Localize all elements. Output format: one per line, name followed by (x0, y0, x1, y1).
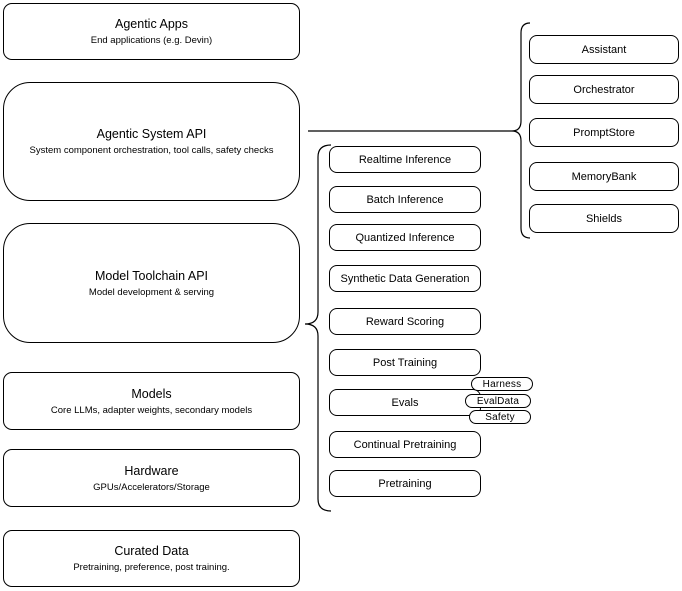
box-batch-inference: Batch Inference (329, 186, 481, 213)
box-label: Reward Scoring (365, 315, 445, 328)
box-model-toolchain-api: Model Toolchain API Model development & … (3, 223, 300, 343)
box-label: PromptStore (573, 126, 635, 139)
box-title: Agentic Apps (115, 17, 188, 31)
box-hardware: Hardware GPUs/Accelerators/Storage (3, 449, 300, 507)
box-shields: Shields (529, 204, 679, 233)
tag-safety: Safety (469, 410, 531, 424)
box-post-training: Post Training (329, 349, 481, 376)
box-reward-scoring: Reward Scoring (329, 308, 481, 335)
box-agentic-system-api: Agentic System API System component orch… (3, 82, 300, 201)
box-label: Realtime Inference (358, 153, 452, 166)
tag-evaldata: EvalData (465, 394, 531, 408)
box-subtitle: Model development & serving (88, 286, 215, 298)
box-subtitle: Core LLMs, adapter weights, secondary mo… (50, 404, 253, 416)
box-curated-data: Curated Data Pretraining, preference, po… (3, 530, 300, 587)
tag-label: Safety (485, 411, 515, 423)
box-label: Batch Inference (366, 193, 444, 206)
box-continual-pretraining: Continual Pretraining (329, 431, 481, 458)
box-subtitle: End applications (e.g. Devin) (90, 35, 213, 46)
box-subtitle: GPUs/Accelerators/Storage (93, 481, 210, 493)
box-label: Continual Pretraining (353, 438, 457, 451)
box-title: Model Toolchain API (94, 268, 209, 283)
box-models: Models Core LLMs, adapter weights, secon… (3, 372, 300, 430)
box-subtitle: System component orchestration, tool cal… (29, 145, 274, 156)
box-label: Assistant (581, 43, 627, 56)
box-label: Pretraining (378, 477, 432, 490)
box-memorybank: MemoryBank (529, 162, 679, 191)
box-title: Agentic System API (96, 127, 207, 141)
box-label: Post Training (372, 356, 438, 369)
box-label: Quantized Inference (355, 231, 455, 244)
toolchain-brace (304, 144, 332, 512)
box-label: Shields (585, 212, 623, 225)
box-title: Hardware (124, 463, 179, 478)
box-label: Orchestrator (573, 83, 635, 96)
box-synthetic-data-generation: Synthetic Data Generation (329, 265, 481, 292)
box-orchestrator: Orchestrator (529, 75, 679, 104)
box-pretraining: Pretraining (329, 470, 481, 497)
box-evals: Evals (329, 389, 481, 416)
box-quantized-inference: Quantized Inference (329, 224, 481, 251)
tag-label: EvalData (476, 395, 520, 407)
box-realtime-inference: Realtime Inference (329, 146, 481, 173)
box-label: MemoryBank (571, 170, 637, 183)
box-label: Evals (391, 396, 419, 409)
box-promptstore: PromptStore (529, 118, 679, 147)
system-components-brace (511, 22, 531, 239)
box-label: Synthetic Data Generation (340, 272, 470, 285)
box-subtitle: Pretraining, preference, post training. (73, 562, 230, 573)
box-title: Models (131, 386, 172, 401)
box-agentic-apps: Agentic Apps End applications (e.g. Devi… (3, 3, 300, 60)
box-title: Curated Data (114, 544, 189, 558)
tag-label: Harness (482, 378, 522, 390)
box-assistant: Assistant (529, 35, 679, 64)
tag-harness: Harness (471, 377, 533, 391)
